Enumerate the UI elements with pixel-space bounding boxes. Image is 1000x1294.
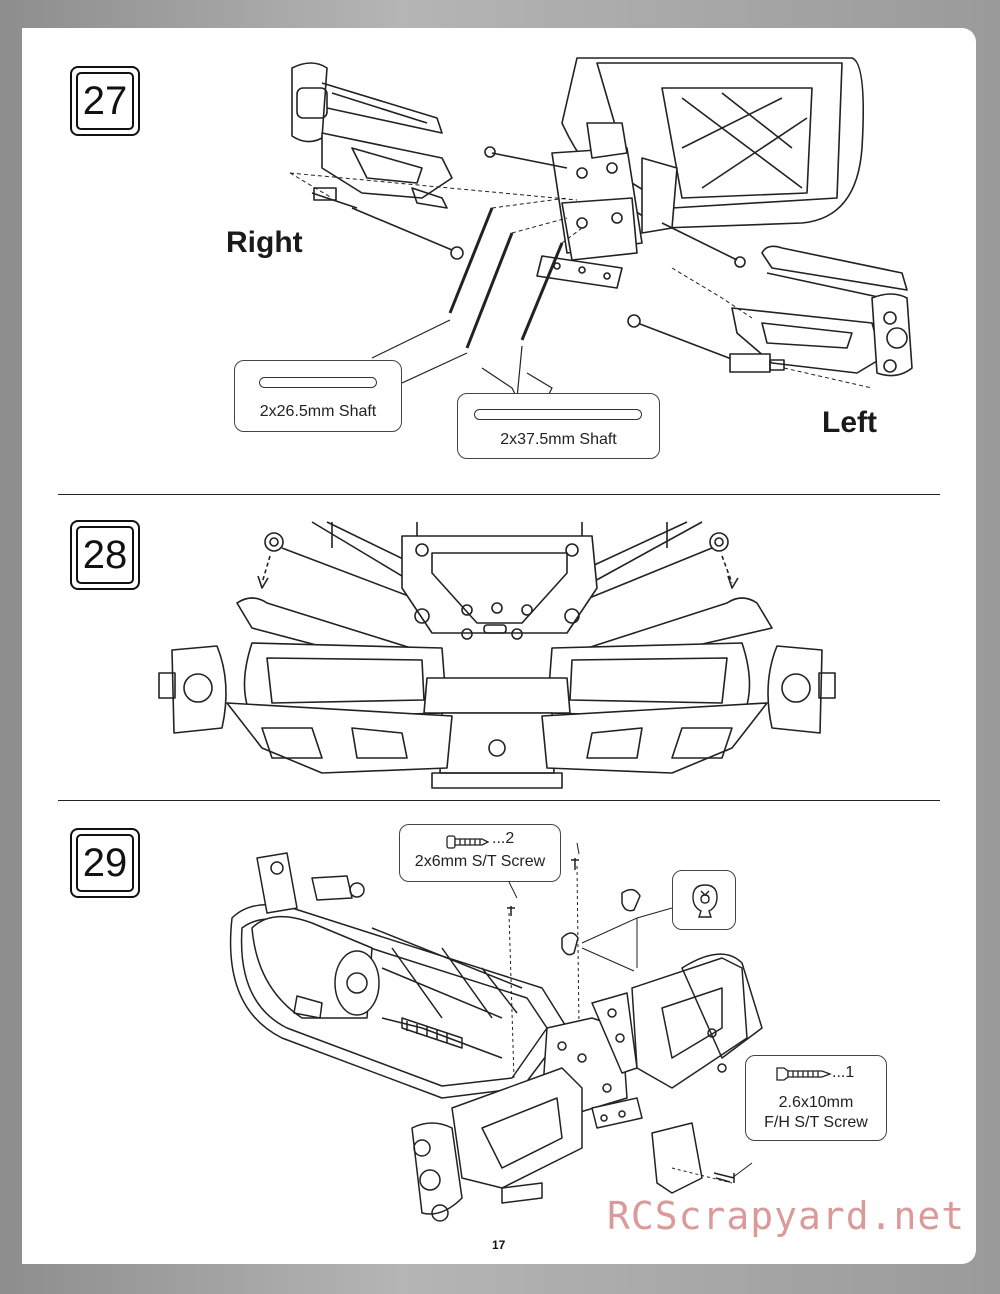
screw-2-6x10-size: 2.6x10mm — [778, 1094, 854, 1111]
screw-2-6x10-callout: ...1 2.6x10mm F/H S/T Screw — [745, 1055, 887, 1141]
screw-2x6-icon — [446, 835, 490, 849]
step-29-illustration — [229, 842, 763, 1222]
step-27-number: 27 — [76, 72, 134, 130]
watermark: RCScrapyard.net — [607, 1194, 966, 1238]
step-29-number-box: 29 — [70, 828, 140, 898]
body-clip-icon — [692, 884, 718, 918]
shaft-37-callout: 2x37.5mm Shaft — [457, 393, 660, 459]
step-divider-2 — [58, 800, 940, 801]
right-side-label: Right — [226, 226, 303, 259]
step-divider-1 — [58, 494, 940, 495]
screw-2x6-qty: ...2 — [492, 830, 515, 847]
page-number: 17 — [492, 1238, 506, 1252]
step-29-number: 29 — [76, 834, 134, 892]
screw-2-6x10-type: F/H S/T Screw — [764, 1114, 868, 1131]
manual-page: 27 — [22, 28, 976, 1264]
step-27-number-box: 27 — [70, 66, 140, 136]
step-28-number-box: 28 — [70, 520, 140, 590]
screw-2-6x10-qty: ...1 — [832, 1064, 855, 1081]
left-side-label: Left — [822, 406, 877, 439]
shaft-26-callout: 2x26.5mm Shaft — [234, 360, 402, 432]
step-28-number: 28 — [76, 526, 134, 584]
step-27-illustration — [289, 57, 913, 409]
shaft-26-illustration — [259, 377, 377, 388]
shaft-37-label: 2x37.5mm Shaft — [500, 431, 617, 448]
shaft-37-illustration — [474, 409, 642, 420]
step-28-illustration — [158, 521, 836, 789]
screw-2x6-callout: ...2 2x6mm S/T Screw — [399, 824, 561, 882]
flathead-screw-icon — [776, 1067, 832, 1081]
clip-callout — [672, 870, 736, 930]
shaft-26-label: 2x26.5mm Shaft — [259, 403, 377, 420]
screw-2x6-label: 2x6mm S/T Screw — [414, 853, 546, 870]
